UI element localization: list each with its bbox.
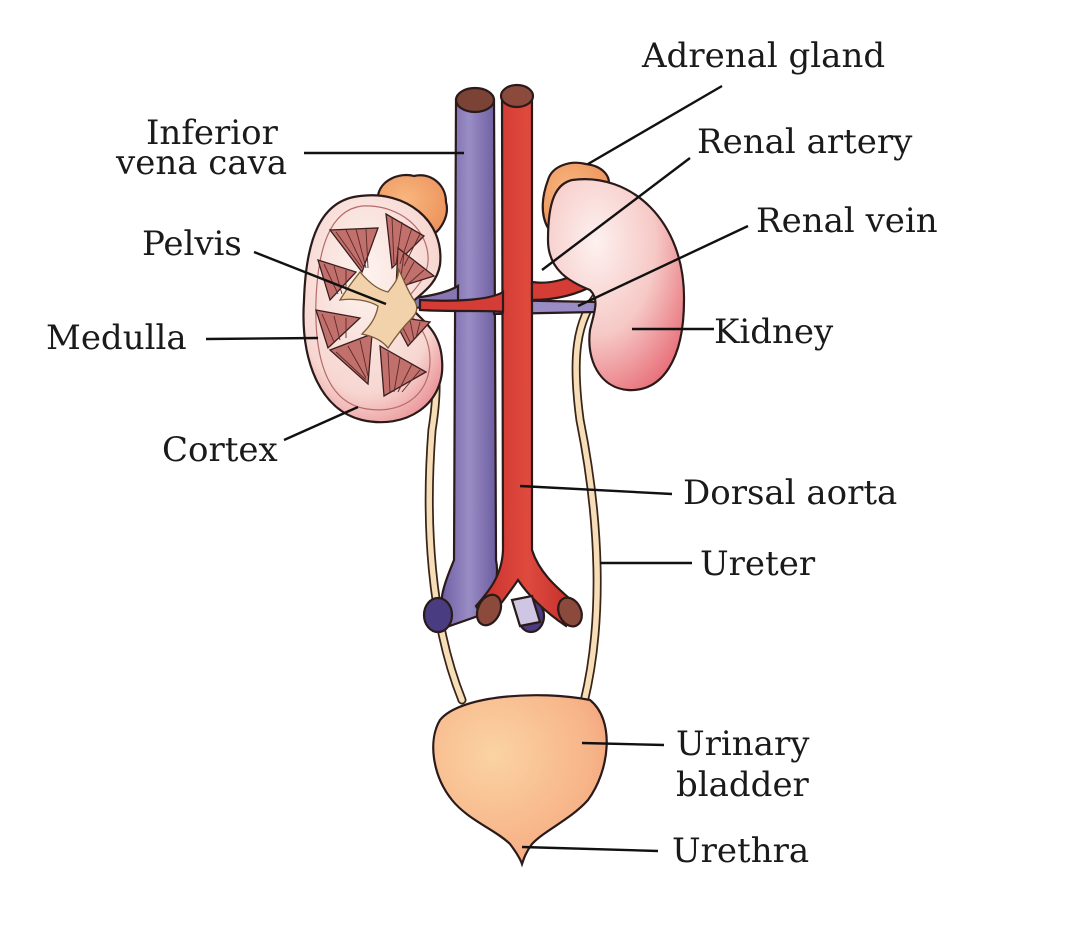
urinary-bladder	[432, 694, 608, 868]
label-urinary-bladder-line2: bladder	[676, 765, 810, 805]
right-kidney-shape	[546, 178, 686, 392]
label-kidney: Kidney	[714, 312, 834, 352]
label-renal-vein: Renal vein	[756, 201, 938, 241]
label-ureter: Ureter	[700, 544, 816, 584]
labels: Adrenal gland Inferior vena cava Renal a…	[46, 36, 938, 871]
leader-adrenal-gland	[587, 84, 723, 166]
label-dorsal-aorta: Dorsal aorta	[683, 473, 897, 513]
label-cortex: Cortex	[162, 430, 278, 470]
right-kidney	[541, 161, 686, 392]
renal-pelvis	[338, 267, 418, 350]
label-medulla: Medulla	[46, 318, 187, 358]
leader-renal-vein	[577, 224, 749, 308]
leader-lines	[205, 84, 749, 853]
label-urinary-bladder-line1: Urinary	[676, 724, 810, 764]
sectioned-kidney	[302, 173, 448, 424]
leader-dorsal-aorta	[519, 484, 673, 496]
label-renal-artery: Renal artery	[697, 122, 913, 162]
leader-urinary-bladder	[581, 741, 665, 747]
label-inferior-vena-cava-line1: Inferior	[146, 113, 279, 153]
label-pelvis: Pelvis	[142, 224, 242, 264]
leader-renal-artery	[541, 157, 691, 271]
label-urethra: Urethra	[672, 831, 809, 871]
leader-cortex	[283, 405, 359, 442]
leader-urethra	[521, 845, 659, 853]
label-inferior-vena-cava-line2: vena cava	[115, 143, 287, 183]
leader-medulla	[205, 336, 319, 341]
label-adrenal-gland: Adrenal gland	[641, 36, 885, 76]
leader-pelvis	[253, 250, 387, 306]
